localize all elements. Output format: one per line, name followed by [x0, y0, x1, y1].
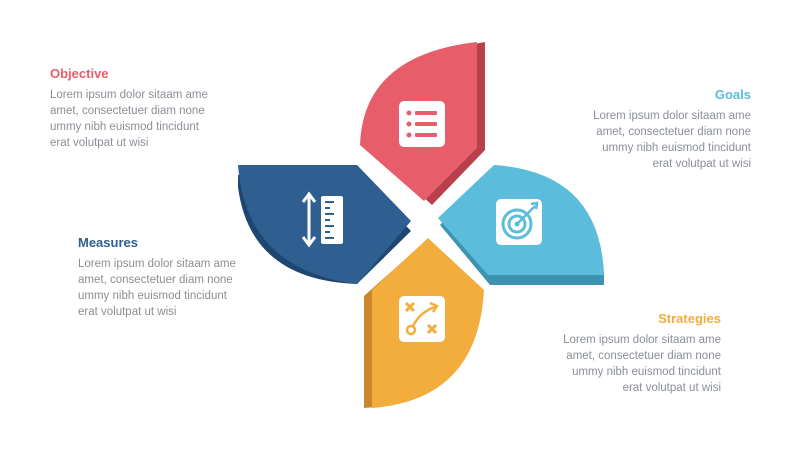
measures-block: Measures Lorem ipsum dolor sitaam ame am…: [78, 235, 278, 320]
objective-line: Lorem ipsum dolor sitaam ame: [50, 89, 208, 101]
objective-block: Objective Lorem ipsum dolor sitaam ame a…: [50, 66, 250, 151]
goals-text: Lorem ipsum dolor sitaam ame amet, conse…: [551, 108, 751, 172]
strategies-line: erat volutpat ut wisi: [622, 382, 721, 394]
measures-text: Lorem ipsum dolor sitaam ame amet, conse…: [78, 256, 278, 320]
strategies-block: Strategies Lorem ipsum dolor sitaam ame …: [521, 311, 721, 396]
measures-line: Lorem ipsum dolor sitaam ame: [78, 258, 236, 270]
objective-line: ummy nibh euismod tincidunt: [50, 121, 199, 133]
strategies-text: Lorem ipsum dolor sitaam ame amet, conse…: [521, 332, 721, 396]
strategies-petal: [364, 238, 484, 408]
objective-line: erat volutpat ut wisi: [50, 137, 149, 149]
target-icon: [496, 199, 542, 245]
strategies-line: ummy nibh euismod tincidunt: [572, 366, 721, 378]
objective-text: Lorem ipsum dolor sitaam ame amet, conse…: [50, 87, 250, 151]
ruler-icon: [301, 191, 343, 248]
list-icon: [399, 101, 445, 147]
goals-title: Goals: [714, 87, 751, 102]
measures-title: Measures: [78, 235, 138, 250]
goals-line: amet, consectetuer diam none: [596, 126, 751, 138]
goals-petal: [438, 165, 604, 285]
strategies-line: amet, consectetuer diam none: [566, 350, 721, 362]
objective-title: Objective: [50, 66, 109, 81]
measures-line: amet, consectetuer diam none: [78, 274, 233, 286]
goals-line: ummy nibh euismod tincidunt: [602, 142, 751, 154]
measures-petal: [238, 165, 411, 284]
goals-block: Goals Lorem ipsum dolor sitaam ame amet,…: [551, 87, 751, 172]
objective-line: amet, consectetuer diam none: [50, 105, 205, 117]
goals-line: erat volutpat ut wisi: [652, 158, 751, 170]
strategies-title: Strategies: [658, 311, 721, 326]
objective-petal: [360, 42, 485, 205]
goals-line: Lorem ipsum dolor sitaam ame: [593, 110, 751, 122]
strategies-line: Lorem ipsum dolor sitaam ame: [563, 334, 721, 346]
strategy-icon: [399, 296, 445, 342]
measures-line: ummy nibh euismod tincidunt: [78, 290, 227, 302]
measures-line: erat volutpat ut wisi: [78, 306, 177, 318]
